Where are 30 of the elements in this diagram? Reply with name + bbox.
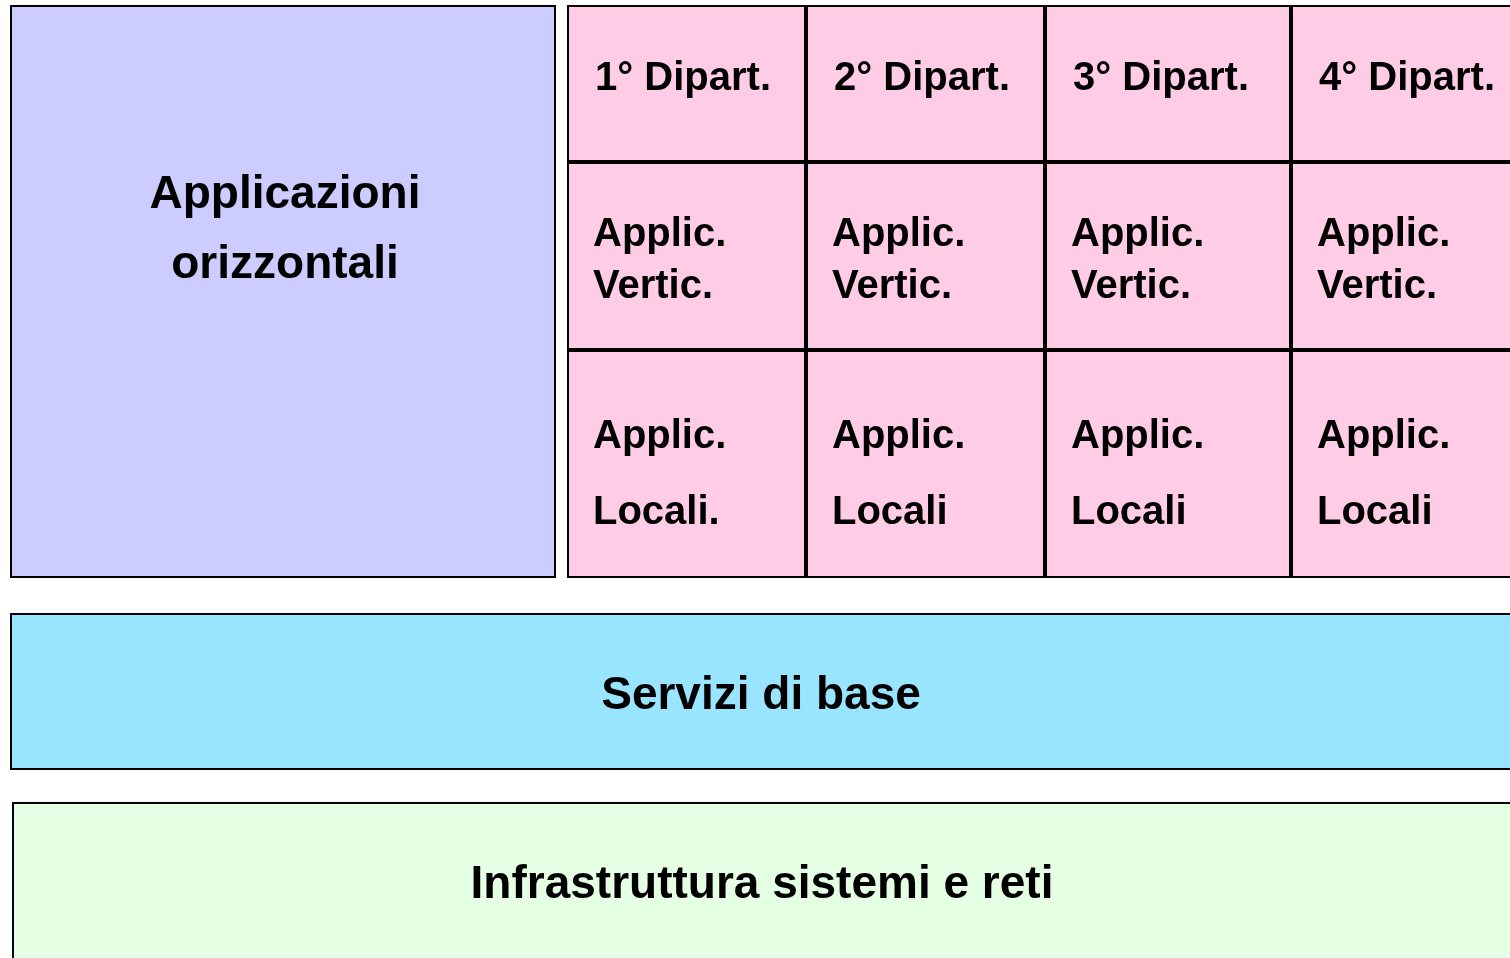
grid-cell	[806, 5, 1045, 162]
cell-label: Applic. Locali.	[593, 411, 728, 534]
grid-cell	[1045, 350, 1291, 578]
cell-label: 4° Dipart.	[1319, 53, 1496, 99]
grid-cell	[806, 350, 1045, 578]
cell-label: 1° Dipart.	[595, 53, 772, 99]
layer-band	[12, 802, 1510, 958]
grid-cell	[1045, 5, 1291, 162]
cell-label: Applic. Locali	[832, 411, 967, 534]
grid-cell	[1291, 5, 1510, 162]
cell-label: Applic. Vertic.	[593, 209, 728, 308]
cell-label: Applic. Locali	[1317, 411, 1452, 534]
cell-label: 2° Dipart.	[834, 53, 1011, 99]
cell-label: Applic. Vertic.	[1317, 209, 1452, 308]
layer-band	[10, 613, 1510, 770]
grid-cell	[1291, 350, 1510, 578]
grid-cell	[567, 162, 806, 350]
grid-cell	[1291, 162, 1510, 350]
grid-cell	[1045, 162, 1291, 350]
box-title: Applicazioni orizzontali	[148, 165, 422, 290]
band-label: Servizi di base	[601, 666, 921, 721]
layer-box	[10, 5, 556, 578]
cell-label: 3° Dipart.	[1073, 53, 1250, 99]
cell-label: Applic. Locali	[1071, 411, 1206, 534]
grid-cell	[806, 162, 1045, 350]
cell-label: Applic. Vertic.	[832, 209, 967, 308]
grid-cell	[567, 350, 806, 578]
grid-cell	[567, 5, 806, 162]
cell-label: Applic. Vertic.	[1071, 209, 1206, 308]
band-label: Infrastruttura sistemi e reti	[470, 855, 1054, 910]
